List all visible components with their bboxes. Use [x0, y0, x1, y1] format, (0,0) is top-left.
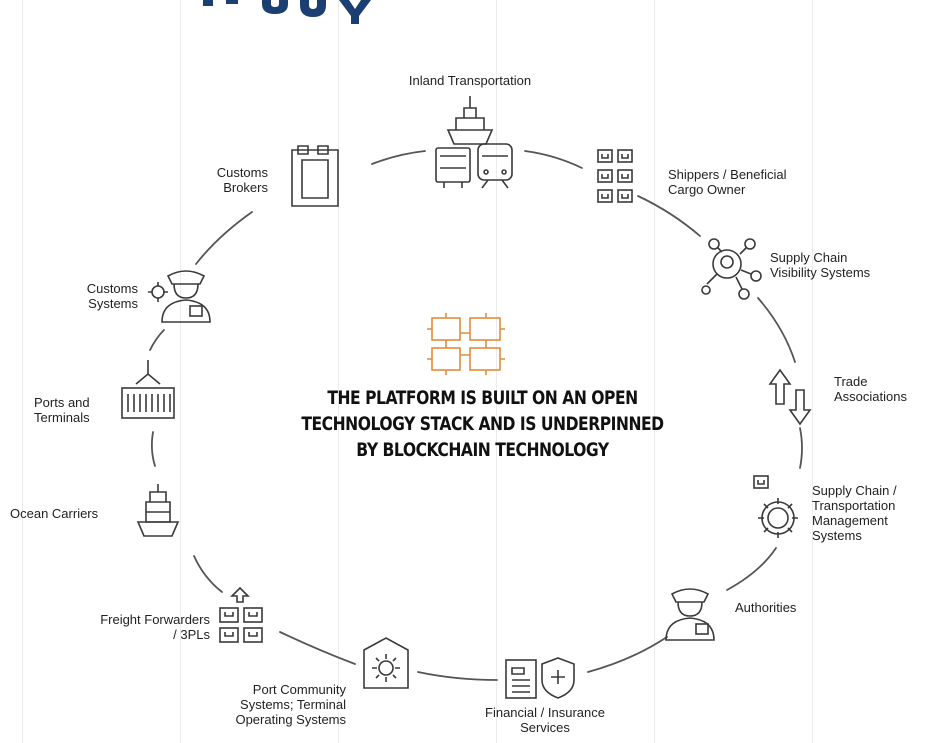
- label-line: Brokers: [223, 180, 268, 195]
- background-gridline: [180, 0, 181, 743]
- node-label-shippers: Shippers / Beneficial Cargo Owner: [668, 167, 828, 197]
- label-line: Ports and: [34, 395, 90, 410]
- connector: [799, 427, 803, 469]
- officer-gear-icon: [148, 270, 211, 323]
- background-gridline: [338, 0, 339, 743]
- headline-line: TECHNOLOGY STACK AND IS UNDERPINNED: [301, 413, 664, 435]
- node-label-inland-transportation: Inland Transportation: [380, 73, 560, 88]
- label-line: Transportation: [812, 498, 896, 513]
- node-label-ocean-carriers: Ocean Carriers: [10, 506, 130, 521]
- background-gridline: [496, 0, 497, 743]
- headline-line: BY BLOCKCHAIN TECHNOLOGY: [356, 439, 609, 461]
- ring-connectors: [149, 150, 803, 681]
- node-label-freight-forwarders: Freight Forwarders / 3PLs: [40, 612, 210, 642]
- label-line: Management: [812, 513, 888, 528]
- node-label-trade-associations: Trade Associations: [834, 374, 944, 404]
- connector: [149, 329, 165, 351]
- node-label-port-community: Port Community Systems; Terminal Operati…: [200, 682, 346, 727]
- central-headline: THE PLATFORM IS BUILT ON AN OPEN TECHNOL…: [296, 385, 669, 463]
- node-label-ports-terminals: Ports and Terminals: [34, 395, 124, 425]
- label-line: Supply Chain /: [812, 483, 897, 498]
- document-icon: [291, 145, 339, 207]
- connector: [371, 150, 426, 165]
- background-gridline: [812, 0, 813, 743]
- node-label-customs-systems: Customs Systems: [40, 281, 138, 311]
- label-line: Customs: [216, 165, 268, 180]
- label-line: Systems: [88, 296, 138, 311]
- label-line: Services: [520, 720, 570, 735]
- connector: [193, 555, 223, 593]
- node-label-customs-brokers: Customs Brokers: [170, 165, 268, 195]
- node-label-sc-visibility: Supply Chain Visibility Systems: [770, 250, 930, 280]
- label-line: Systems: [812, 528, 862, 543]
- boxes-arrow-icon: [219, 586, 263, 643]
- label-line: Authorities: [735, 600, 797, 615]
- connector: [587, 636, 668, 673]
- label-line: Operating Systems: [235, 712, 346, 727]
- label-line: Cargo Owner: [668, 182, 746, 197]
- label-line: Financial / Insurance: [485, 705, 605, 720]
- boxes-icon: [597, 149, 633, 203]
- exchange-arrows-icon: [768, 368, 812, 426]
- ship-truck-train-icon: [435, 96, 513, 189]
- connector: [637, 195, 701, 237]
- container-crane-icon: [121, 360, 175, 419]
- node-label-sc-tms: Supply Chain / Transportation Management…: [812, 483, 942, 543]
- blockchain-logo-icon: [427, 313, 505, 375]
- label-line: Supply Chain: [770, 250, 848, 265]
- officer-icon: [665, 588, 715, 641]
- connector: [524, 150, 583, 169]
- label-line: / 3PLs: [173, 627, 210, 642]
- background-gridline: [654, 0, 655, 743]
- label-line: Visibility Systems: [770, 265, 871, 280]
- background-gridline: [22, 0, 23, 743]
- connector: [757, 297, 796, 363]
- label-line: Trade: [834, 374, 868, 389]
- label-line: Freight Forwarders: [100, 612, 210, 627]
- connector: [417, 671, 498, 681]
- cargo-ship-icon: [136, 484, 180, 537]
- label-line: Customs: [86, 281, 138, 296]
- connector: [150, 431, 156, 467]
- label-line: Inland Transportation: [408, 73, 532, 88]
- cropped-title-fragment: [203, 0, 371, 24]
- node-label-financial: Financial / Insurance Services: [455, 705, 635, 735]
- gear-icon: [753, 475, 798, 538]
- connector: [279, 631, 356, 665]
- label-line: Ocean Carriers: [10, 506, 99, 521]
- gear-shield-icon: [363, 637, 409, 689]
- label-line: Associations: [834, 389, 907, 404]
- label-line: Shippers / Beneficial: [668, 167, 787, 182]
- label-line: Systems; Terminal: [240, 697, 346, 712]
- node-label-authorities: Authorities: [735, 600, 855, 615]
- label-line: Terminals: [34, 410, 90, 425]
- document-shield-icon: [505, 657, 575, 699]
- network-search-icon: [701, 238, 762, 300]
- connector: [195, 211, 253, 265]
- connector: [726, 547, 777, 591]
- label-line: Port Community: [252, 682, 346, 697]
- headline-line: THE PLATFORM IS BUILT ON AN OPEN: [327, 387, 638, 409]
